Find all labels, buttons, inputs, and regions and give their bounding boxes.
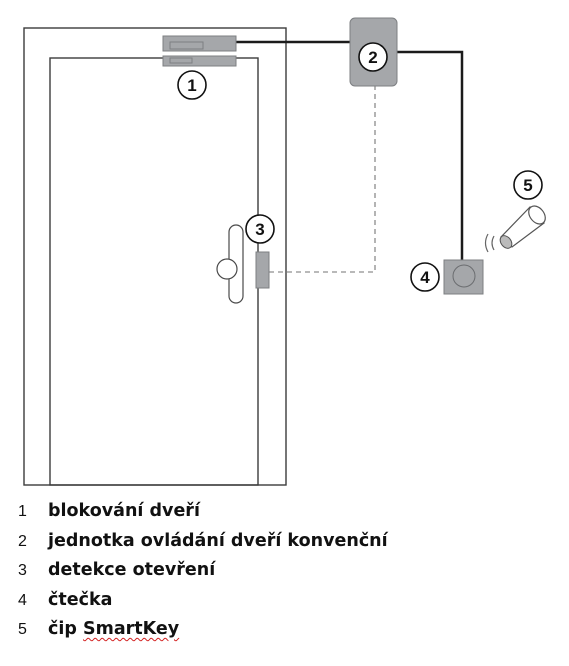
door-frame — [23, 27, 287, 486]
svg-text:3: 3 — [255, 220, 264, 239]
legend-label-prefix: čip — [48, 619, 83, 639]
legend-item: 5 čip SmartKey — [18, 619, 558, 649]
legend-number: 5 — [18, 621, 27, 638]
callout-4: 4 — [410, 262, 440, 292]
legend: 1 blokování dveří 2 jednotka ovládání dv… — [18, 501, 558, 649]
open-sensor — [255, 251, 270, 289]
wire-control-to-reader — [397, 50, 464, 260]
svg-text:2: 2 — [368, 48, 377, 67]
callout-1: 1 — [177, 70, 207, 100]
legend-label: čtečka — [48, 589, 113, 610]
legend-item: 1 blokování dveří — [18, 501, 558, 531]
smartkey-chip — [499, 205, 546, 249]
legend-label: čip SmartKey — [48, 619, 179, 639]
legend-label-brand: SmartKey — [83, 619, 180, 639]
svg-text:1: 1 — [187, 76, 196, 95]
door-lock — [162, 35, 237, 67]
door-handle — [216, 224, 244, 304]
svg-text:5: 5 — [523, 176, 532, 195]
callout-2: 2 — [358, 42, 388, 72]
legend-number: 1 — [18, 503, 27, 520]
legend-label: jednotka ovládání dveří konvenční — [48, 530, 388, 551]
legend-item: 2 jednotka ovládání dveří konvenční — [18, 531, 558, 561]
reader — [443, 259, 484, 295]
legend-label: detekce otevření — [48, 560, 216, 580]
callout-3: 3 — [245, 214, 275, 244]
callout-5: 5 — [513, 170, 543, 200]
door-access-diagram: 1 2 3 4 5 — [23, 17, 546, 486]
legend-number: 4 — [18, 591, 27, 609]
legend-number: 3 — [18, 562, 27, 579]
legend-label: blokování dveří — [48, 501, 200, 521]
legend-item: 4 čtečka — [18, 590, 558, 620]
dashed-wire-sensor-to-control — [269, 86, 376, 273]
legend-item: 3 detekce otevření — [18, 560, 558, 590]
signal-waves-icon — [484, 233, 495, 253]
svg-text:4: 4 — [420, 268, 430, 287]
legend-number: 2 — [18, 532, 27, 550]
